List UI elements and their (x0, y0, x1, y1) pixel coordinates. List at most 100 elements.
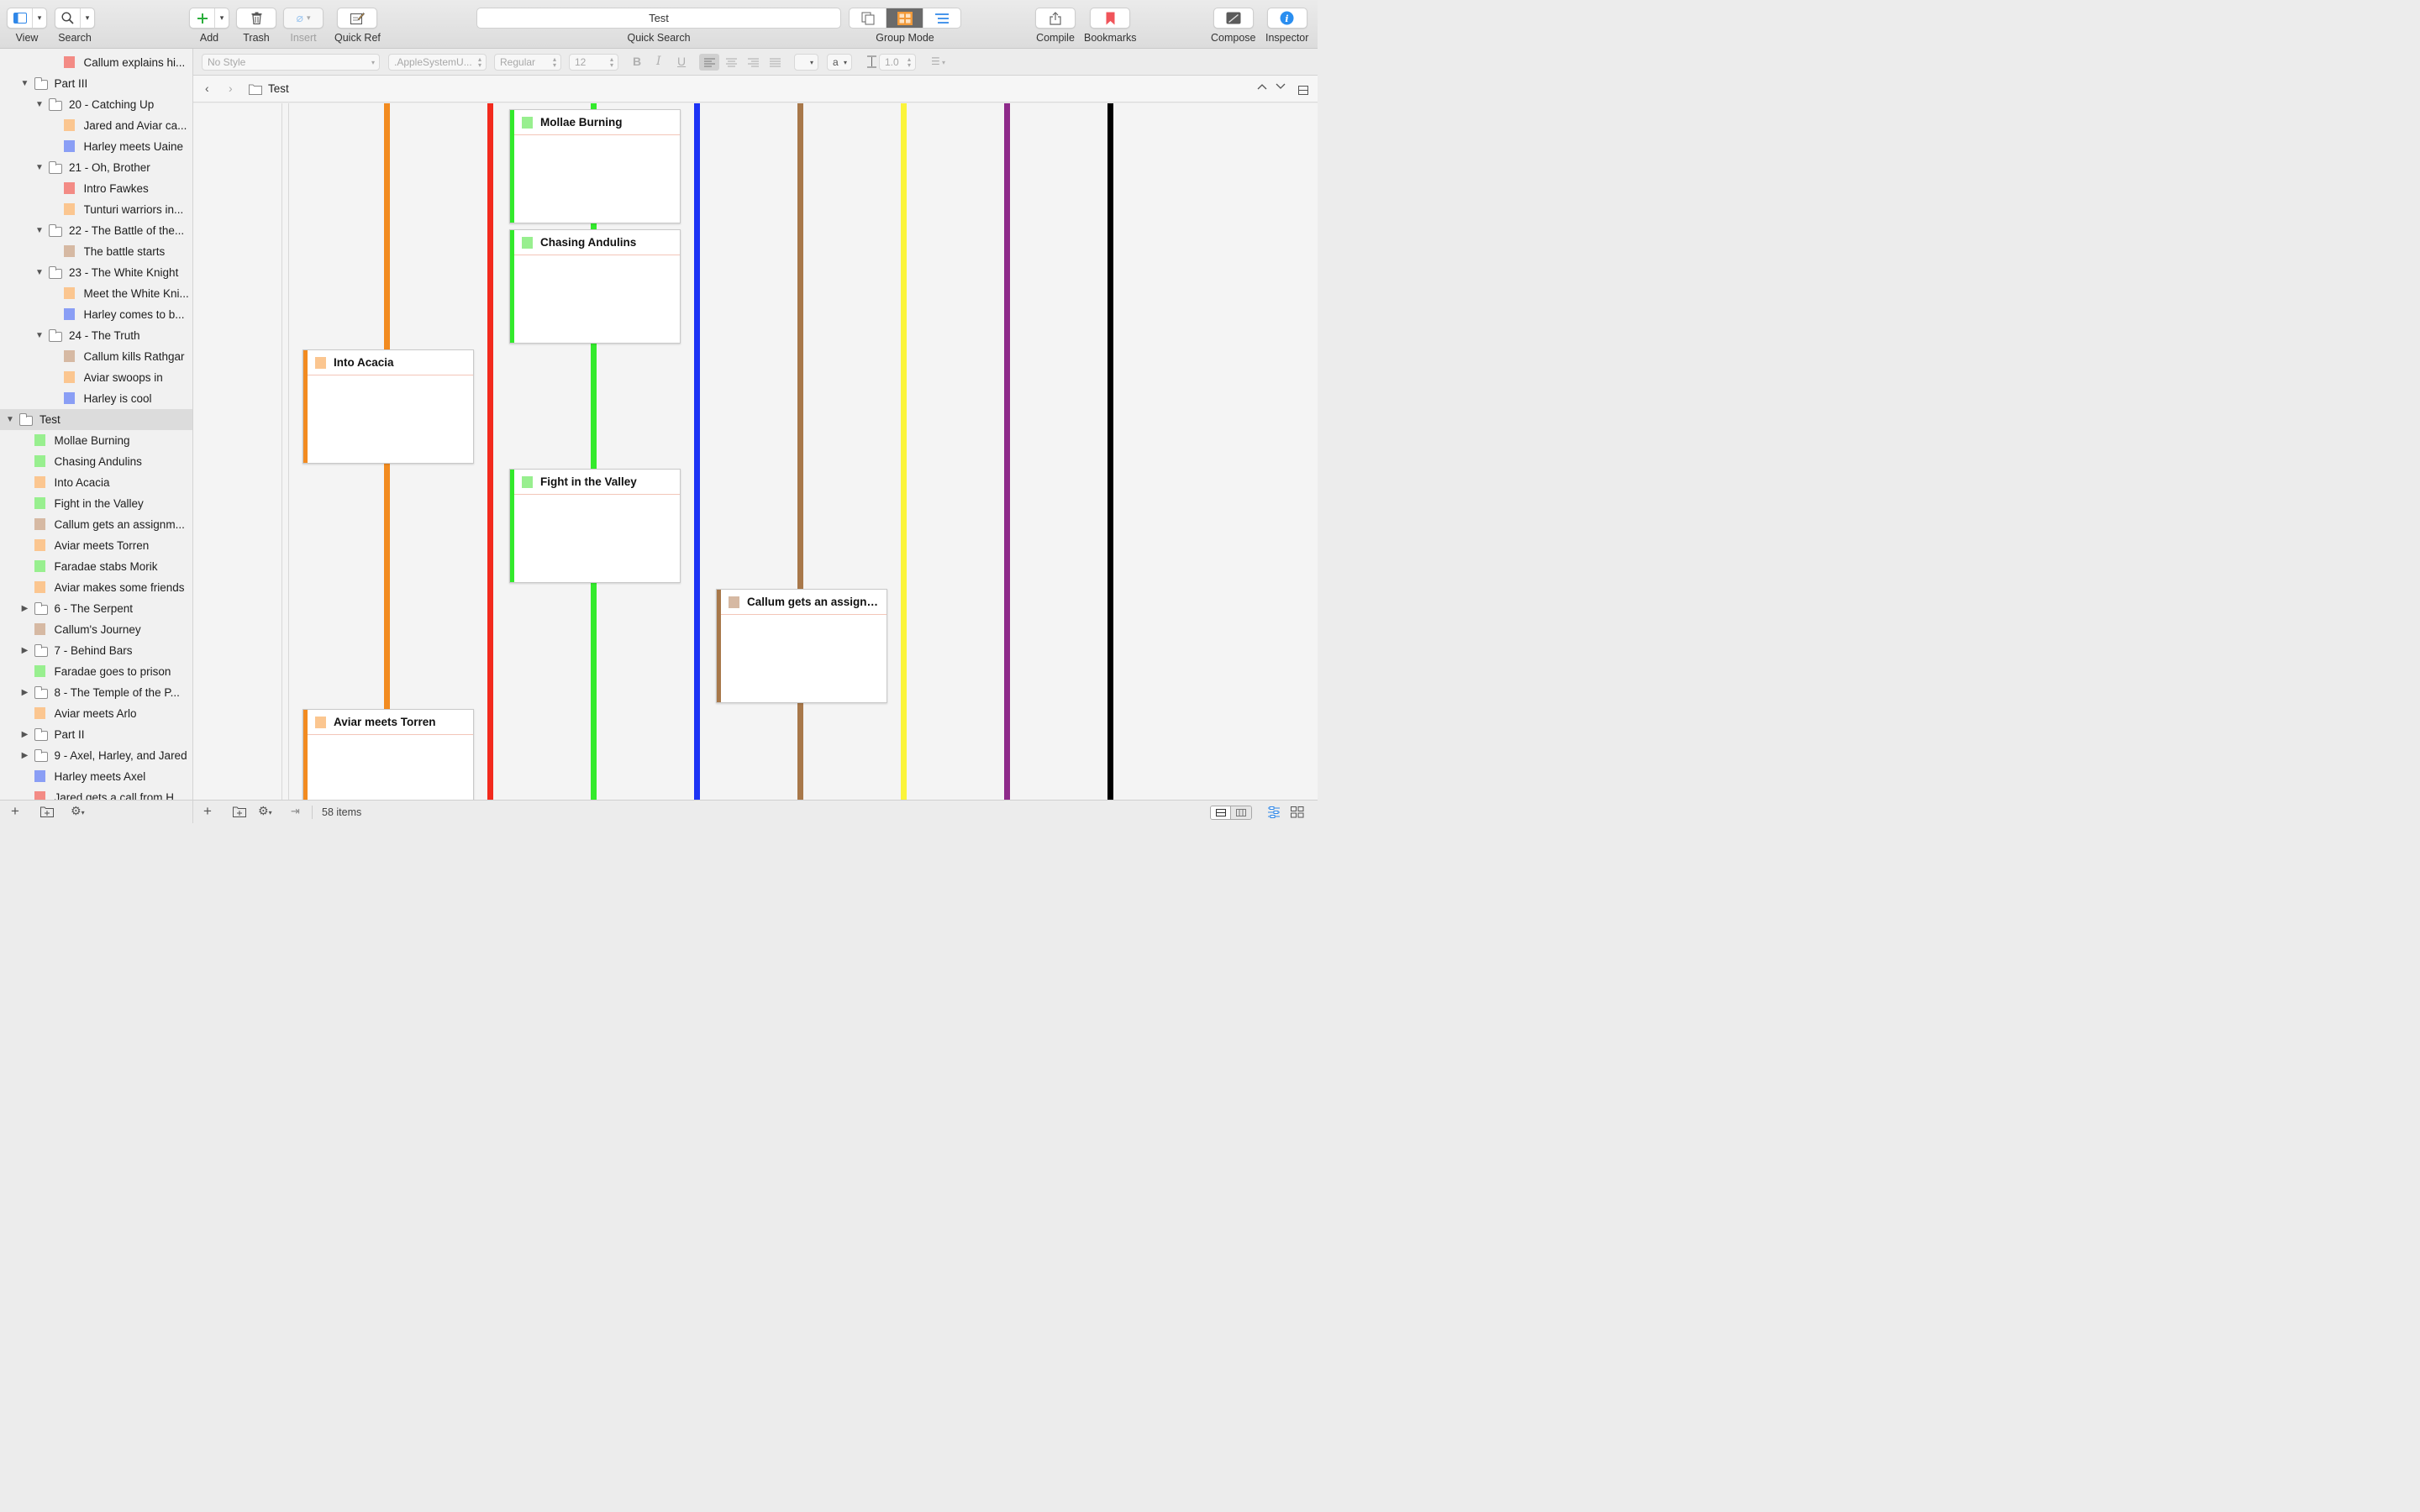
disclosure-open-icon[interactable]: ▼ (35, 100, 44, 109)
disclosure-closed-icon[interactable]: ▶ (21, 730, 29, 739)
align-right-icon[interactable] (748, 56, 759, 70)
binder-item[interactable]: Faradae stabs Morik (0, 556, 192, 577)
binder-item[interactable]: Callum gets an assignm... (0, 514, 192, 535)
binder-folder[interactable]: ▼24 - The Truth (0, 325, 192, 346)
timeline-mode-icon[interactable] (1267, 806, 1281, 822)
vertical-layout-icon[interactable] (1231, 806, 1251, 819)
disclosure-open-icon[interactable]: ▼ (6, 415, 14, 424)
new-folder-icon[interactable] (233, 806, 246, 822)
compose-button[interactable] (1213, 8, 1254, 29)
add-control[interactable]: ▾ Add (189, 8, 229, 44)
trash-control[interactable]: Trash (236, 8, 276, 44)
binder-sidebar[interactable]: Callum explains hi...▼Part III▼20 - Catc… (0, 49, 193, 800)
disclosure-open-icon[interactable]: ▼ (35, 163, 44, 172)
binder-folder[interactable]: ▼23 - The White Knight (0, 262, 192, 283)
binder-item[interactable]: Aviar meets Torren (0, 535, 192, 556)
bold-icon[interactable]: B (633, 55, 642, 68)
disclosure-open-icon[interactable]: ▼ (35, 226, 44, 235)
new-folder-icon[interactable] (40, 806, 54, 820)
binder-item[interactable]: Jared gets a call from H... (0, 787, 192, 800)
binder-item[interactable]: The battle starts (0, 241, 192, 262)
quick-search-input[interactable]: Test (476, 8, 841, 29)
binder-folder[interactable]: ▼21 - Oh, Brother (0, 157, 192, 178)
corkboard-mode-button[interactable] (886, 8, 923, 28)
binder-item[interactable]: Harley is cool (0, 388, 192, 409)
index-card[interactable]: Fight in the Valley (509, 469, 681, 583)
search-control[interactable]: ▾ Search (55, 8, 95, 44)
disclosure-closed-icon[interactable]: ▶ (21, 604, 29, 613)
add-icon[interactable]: + (203, 803, 212, 819)
quick-ref-button[interactable] (337, 8, 378, 29)
disclosure-open-icon[interactable]: ▼ (35, 331, 44, 340)
binder-item[interactable]: Aviar makes some friends (0, 577, 192, 598)
align-justify-icon[interactable] (770, 56, 781, 70)
italic-icon[interactable]: I (656, 55, 661, 68)
binder-folder[interactable]: ▼20 - Catching Up (0, 94, 192, 115)
index-card[interactable]: Into Acacia (302, 349, 474, 464)
binder-item[interactable]: Callum explains hi... (0, 52, 192, 73)
outliner-mode-button[interactable] (923, 8, 960, 28)
font-family-select[interactable]: .AppleSystemU... ▴▾ (388, 54, 487, 71)
compile-button[interactable] (1035, 8, 1076, 29)
bookmarks-control[interactable]: Bookmarks (1084, 8, 1137, 44)
group-mode-control[interactable]: Group Mode (849, 8, 961, 44)
binder-item[interactable]: Aviar meets Arlo (0, 703, 192, 724)
binder-item[interactable]: Mollae Burning (0, 430, 192, 451)
trash-button[interactable] (236, 8, 276, 29)
font-weight-select[interactable]: Regular ▴▾ (494, 54, 561, 71)
search-button[interactable]: ▾ (55, 8, 95, 29)
grid-mode-icon[interactable] (1291, 806, 1304, 822)
binder-folder[interactable]: ▶6 - The Serpent (0, 598, 192, 619)
split-editor-icon[interactable] (1298, 84, 1308, 99)
binder-item[interactable]: Aviar swoops in (0, 367, 192, 388)
underline-icon[interactable]: U (677, 55, 687, 68)
binder-item[interactable]: Faradae goes to prison (0, 661, 192, 682)
binder-item[interactable]: Harley meets Axel (0, 766, 192, 787)
binder-item[interactable]: Chasing Andulins (0, 451, 192, 472)
insert-control[interactable]: ⌀ ▾ Insert (283, 8, 324, 44)
group-mode-segmented[interactable] (849, 8, 961, 29)
disclosure-closed-icon[interactable]: ▶ (21, 751, 29, 760)
binder-folder[interactable]: ▼Test (0, 409, 192, 430)
binder-item[interactable]: Tunturi warriors in... (0, 199, 192, 220)
list-icon[interactable]: ☰ ▾ (931, 55, 946, 67)
align-left-icon[interactable] (699, 54, 719, 71)
compile-control[interactable]: Compile (1035, 8, 1076, 44)
line-spacing-icon[interactable] (867, 55, 876, 71)
binder-item[interactable]: Meet the White Kni... (0, 283, 192, 304)
back-arrow-icon[interactable]: ‹ (205, 81, 209, 95)
binder-folder[interactable]: ▶7 - Behind Bars (0, 640, 192, 661)
font-size-field[interactable]: 12 ▴▾ (569, 54, 618, 71)
view-button[interactable]: ▾ (7, 8, 47, 29)
gear-icon[interactable]: ⚙▾ (71, 804, 85, 817)
index-card[interactable]: Chasing Andulins (509, 229, 681, 344)
disclosure-open-icon[interactable]: ▼ (20, 79, 29, 88)
highlight-color-button[interactable]: ▾ (794, 54, 818, 71)
binder-item[interactable]: Into Acacia (0, 472, 192, 493)
move-icon[interactable]: ⇥ (291, 805, 300, 817)
index-card[interactable]: Aviar meets Torren (302, 709, 474, 800)
inspector-button[interactable]: i (1266, 8, 1307, 29)
align-center-icon[interactable] (726, 56, 737, 70)
binder-item[interactable]: Intro Fawkes (0, 178, 192, 199)
index-card[interactable]: Mollae Burning (509, 109, 681, 223)
index-card[interactable]: Callum gets an assignm... (716, 589, 887, 703)
disclosure-closed-icon[interactable]: ▶ (21, 688, 29, 697)
line-spacing-field[interactable]: 1.0 ▴▾ (879, 54, 916, 71)
quick-ref-control[interactable]: Quick Ref (334, 8, 381, 44)
add-button[interactable]: ▾ (189, 8, 229, 29)
compose-control[interactable]: Compose (1211, 8, 1256, 44)
gear-icon[interactable]: ⚙▾ (258, 804, 272, 817)
disclosure-closed-icon[interactable]: ▶ (21, 646, 29, 655)
inspector-control[interactable]: i Inspector (1265, 8, 1308, 44)
binder-item[interactable]: Callum's Journey (0, 619, 192, 640)
binder-item[interactable]: Callum kills Rathgar (0, 346, 192, 367)
quick-search-control[interactable]: Test Quick Search (476, 8, 841, 44)
chevron-down-icon[interactable] (1276, 81, 1286, 92)
scrivenings-mode-button[interactable] (850, 8, 886, 28)
horizontal-layout-icon[interactable] (1211, 806, 1232, 819)
bookmarks-button[interactable] (1090, 8, 1131, 29)
binder-item[interactable]: Jared and Aviar ca... (0, 115, 192, 136)
chevron-up-icon[interactable] (1257, 81, 1267, 92)
